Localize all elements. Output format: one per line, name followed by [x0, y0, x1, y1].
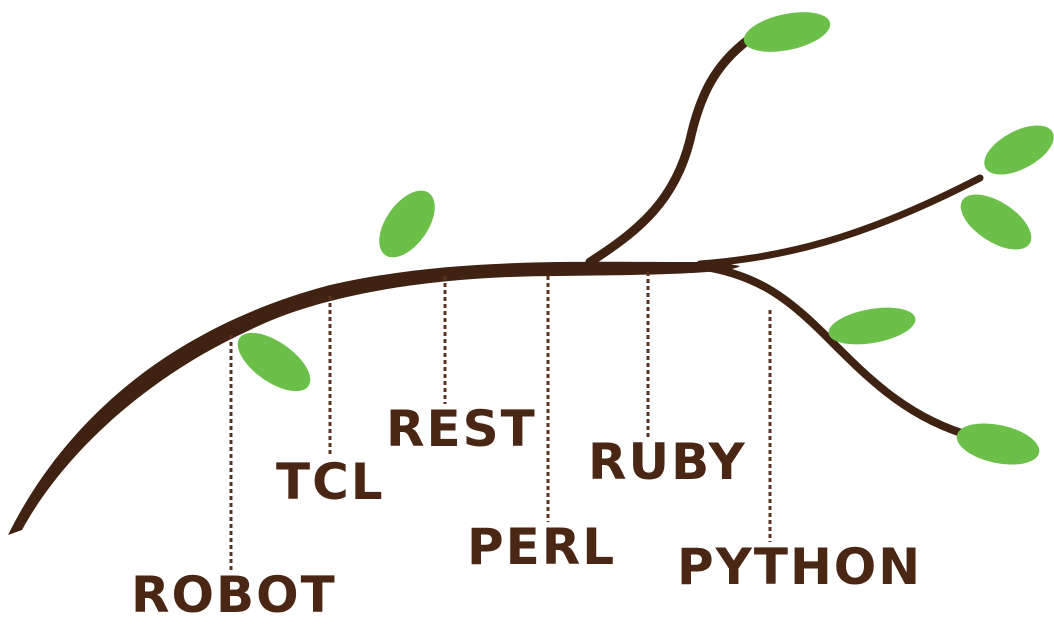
leaf-top	[743, 12, 831, 52]
label-rest: REST	[386, 400, 537, 458]
label-perl: PERL	[467, 518, 617, 576]
leaf-right-upper	[984, 125, 1054, 175]
label-tcl: TCL	[276, 453, 385, 511]
right-branch	[696, 174, 984, 268]
leaf-bottom-right	[956, 423, 1040, 465]
lower-right-branch	[696, 262, 979, 441]
connectors	[229, 272, 772, 572]
label-ruby: RUBY	[588, 433, 747, 491]
leaf-left-lower	[237, 332, 311, 392]
label-robot: ROBOT	[131, 566, 337, 624]
leaf-mid-top	[379, 190, 435, 258]
leaf-right-lower	[828, 307, 916, 345]
upper-branch	[585, 35, 753, 267]
leaf-right-middle	[960, 194, 1032, 250]
label-python: PYTHON	[677, 538, 923, 596]
